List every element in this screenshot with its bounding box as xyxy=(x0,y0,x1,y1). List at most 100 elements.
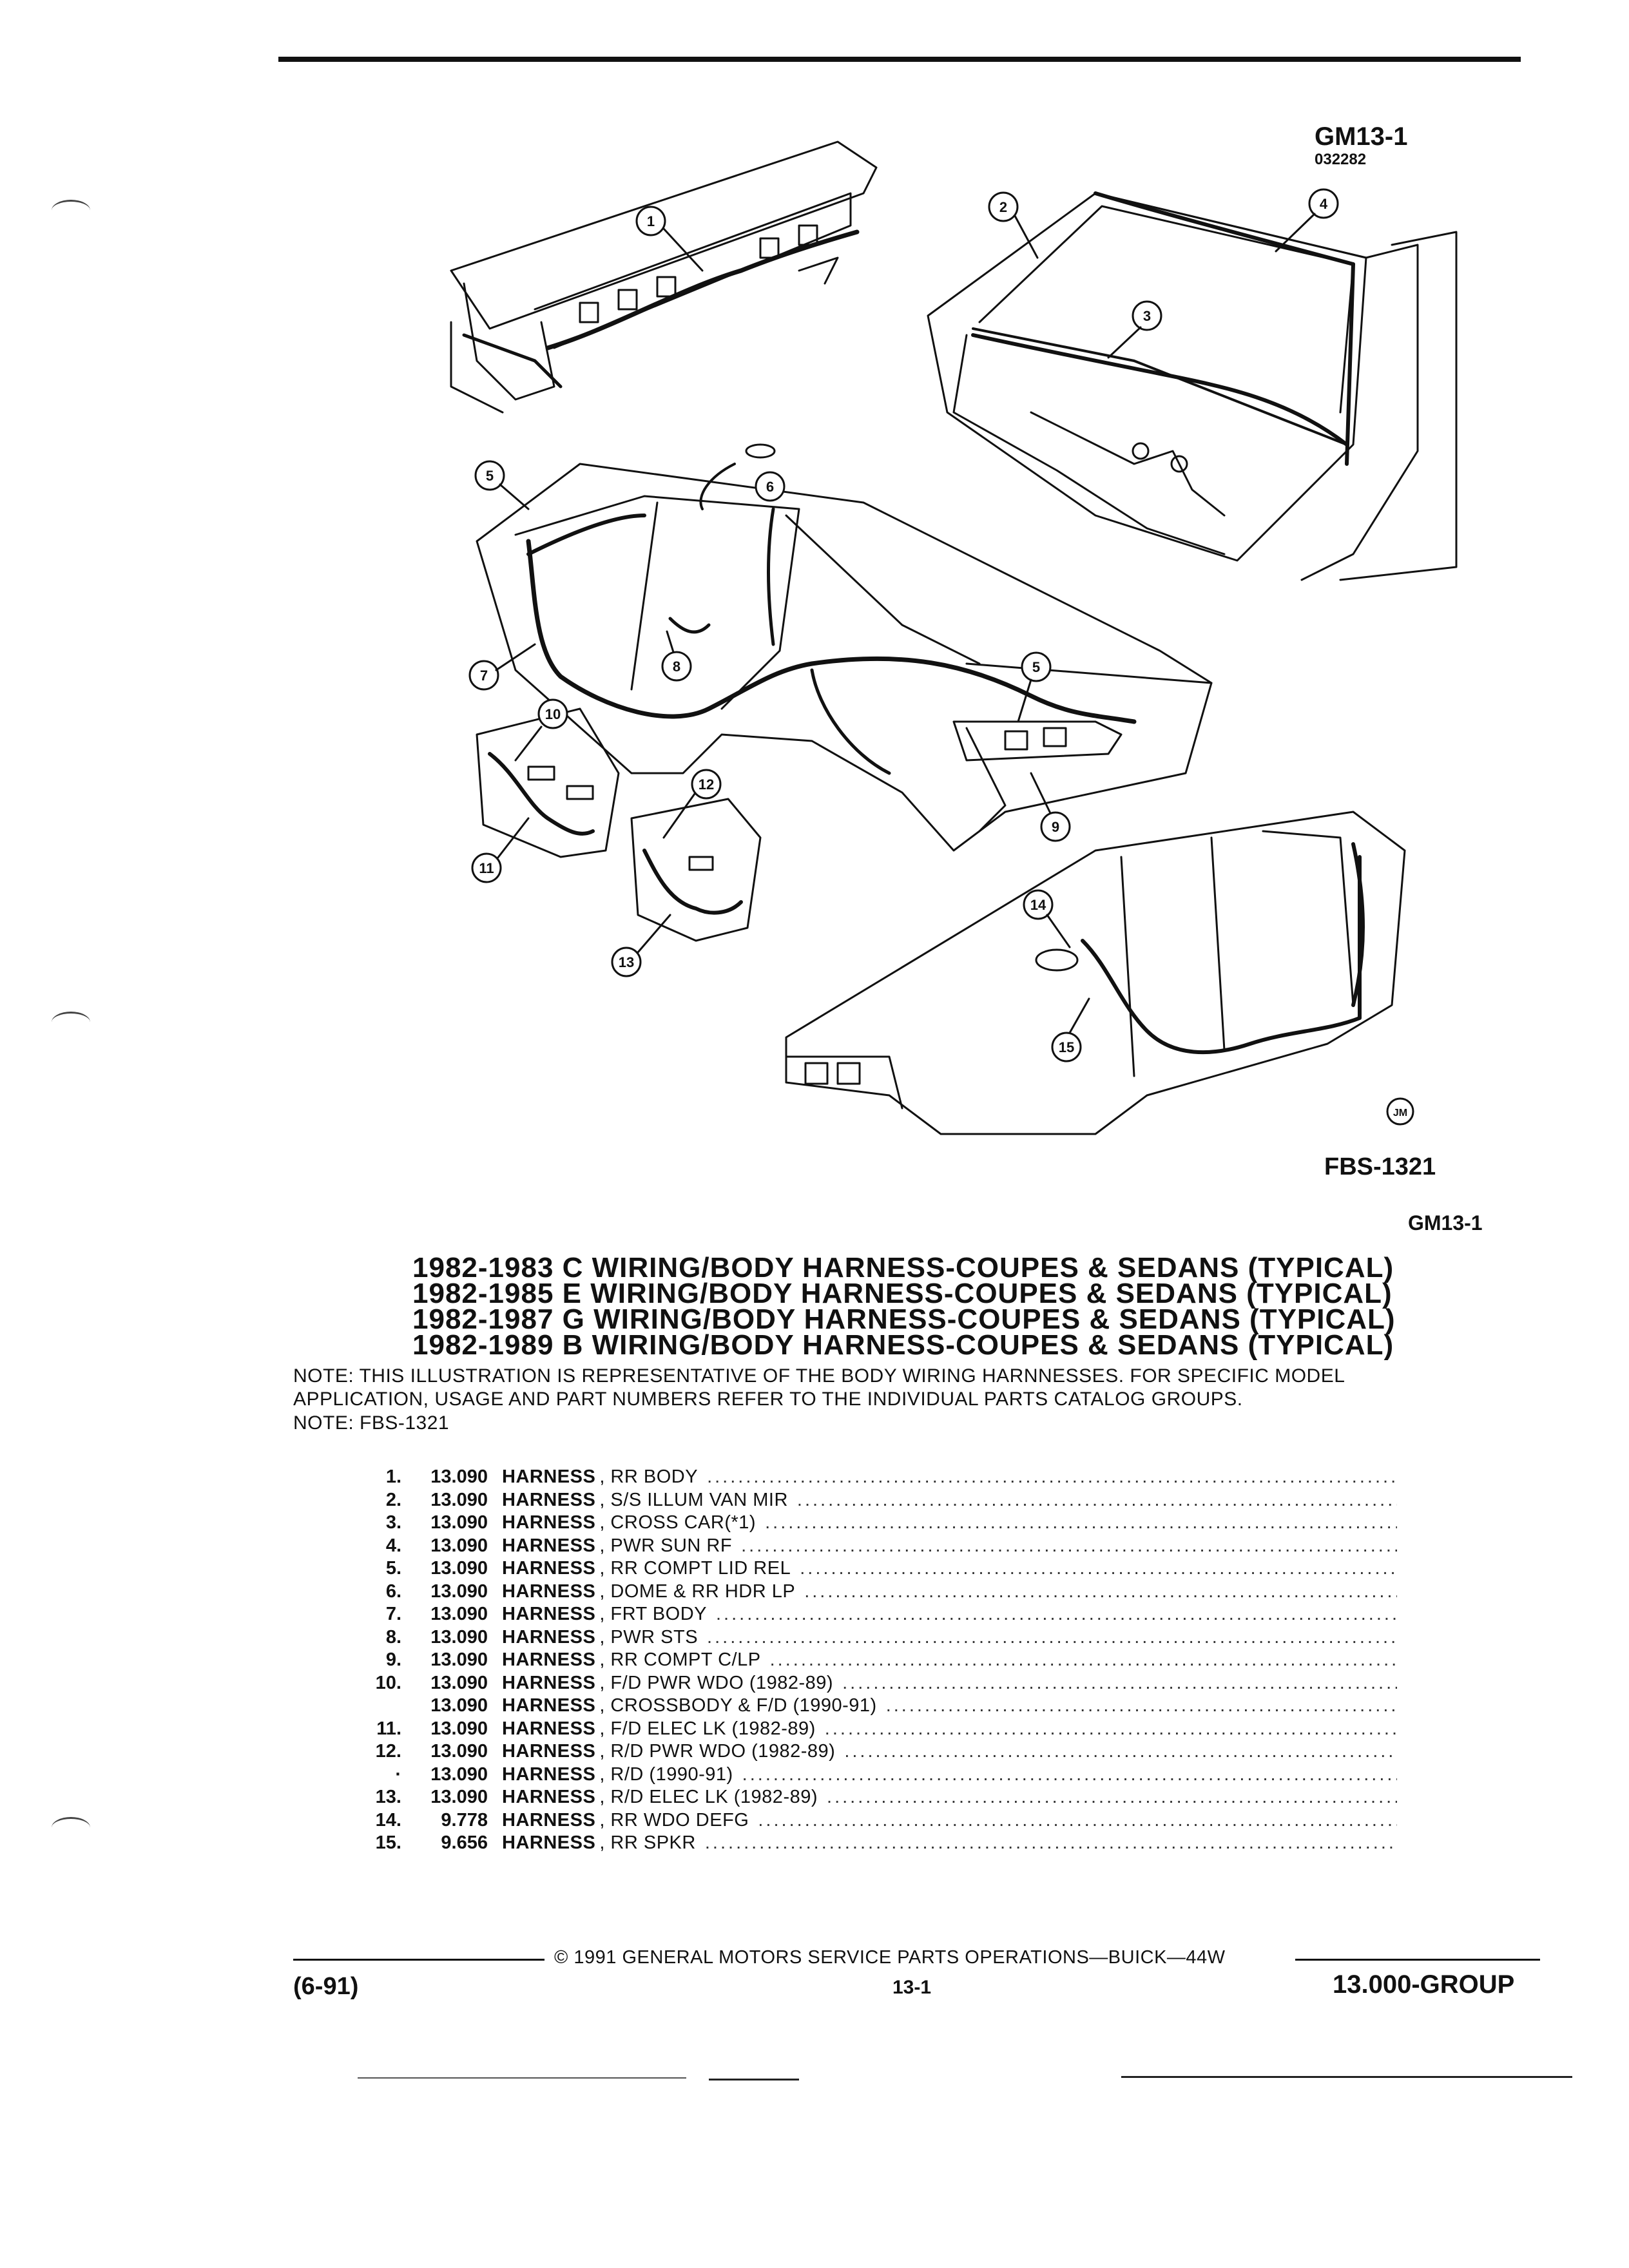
part-number: 15. xyxy=(375,1832,401,1853)
title-line: 1982-1983 C WIRING/BODY HARNESS-COUPES &… xyxy=(412,1252,1394,1283)
callout-3: 3 xyxy=(1143,308,1151,324)
callout-5a: 5 xyxy=(486,468,494,484)
part-description: , CROSS CAR(*1) xyxy=(599,1512,757,1533)
lower-car-drawing xyxy=(785,811,1406,1135)
part-group: 13.090 xyxy=(430,1763,488,1785)
callout-4: 4 xyxy=(1320,196,1328,212)
part-description: , R/D PWR WDO (1982-89) xyxy=(599,1741,836,1762)
part-name: HARNESS xyxy=(502,1581,596,1602)
part-name: HARNESS xyxy=(502,1604,596,1624)
dot-leader xyxy=(758,1810,1397,1831)
part-group: 13.090 xyxy=(430,1741,488,1762)
dot-leader xyxy=(716,1604,1397,1625)
figure-sub-code: 032282 xyxy=(1315,151,1367,168)
dot-leader xyxy=(825,1718,1397,1740)
callout-markers xyxy=(468,188,1414,1126)
note-fbs: NOTE: FBS-1321 xyxy=(293,1412,450,1434)
callout-11: 11 xyxy=(479,860,494,876)
part-number: 13. xyxy=(375,1787,401,1807)
part-description: , S/S ILLUM VAN MIR xyxy=(599,1489,788,1510)
part-name: HARNESS xyxy=(502,1809,596,1831)
part-group: 13.090 xyxy=(430,1581,488,1602)
part-description: , F/D ELEC LK (1982-89) xyxy=(599,1718,816,1739)
bottom-rule xyxy=(358,2077,686,2079)
note-line: NOTE: THIS ILLUSTRATION IS REPRESENTATIV… xyxy=(293,1365,1345,1387)
part-description: , F/D PWR WDO (1982-89) xyxy=(599,1672,834,1693)
part-description: , RR COMPT LID REL xyxy=(599,1558,791,1579)
part-number: 7. xyxy=(385,1604,401,1624)
part-name: HARNESS xyxy=(502,1832,596,1853)
dot-leader xyxy=(827,1787,1397,1808)
part-group: 13.090 xyxy=(430,1604,488,1624)
rear-panel-drawing xyxy=(450,140,878,414)
dot-leader xyxy=(770,1649,1397,1671)
dot-leader xyxy=(742,1764,1397,1785)
footer-rule-left xyxy=(293,1959,545,1961)
dot-leader xyxy=(804,1581,1397,1602)
part-description: , DOME & RR HDR LP xyxy=(599,1581,796,1602)
part-number: 6. xyxy=(385,1581,401,1602)
part-name: HARNESS xyxy=(502,1626,596,1648)
fbs-code: FBS-1321 xyxy=(1324,1153,1436,1180)
title-line: 1982-1989 B WIRING/BODY HARNESS-COUPES &… xyxy=(412,1329,1394,1361)
bottom-rule xyxy=(709,2079,799,2081)
part-name: HARNESS xyxy=(502,1787,596,1807)
part-name: HARNESS xyxy=(502,1558,596,1579)
part-name: HARNESS xyxy=(502,1512,596,1533)
part-group: 13.090 xyxy=(430,1466,488,1487)
callout-15: 15 xyxy=(1059,1039,1074,1055)
callout-5b: 5 xyxy=(1032,659,1040,675)
dot-leader xyxy=(765,1512,1397,1533)
dot-leader xyxy=(707,1466,1397,1488)
part-group: 13.090 xyxy=(430,1489,488,1510)
part-name: HARNESS xyxy=(502,1718,596,1739)
callout-9: 9 xyxy=(1052,819,1059,835)
part-number: 1. xyxy=(385,1466,401,1487)
part-number: 3. xyxy=(385,1512,401,1533)
top-rule xyxy=(278,57,1521,62)
callout-8: 8 xyxy=(673,658,680,675)
part-number: 4. xyxy=(385,1535,401,1556)
part-number: 8. xyxy=(385,1626,401,1648)
margin-mark xyxy=(52,1012,90,1033)
note-line: APPLICATION, USAGE AND PART NUMBERS REFE… xyxy=(293,1389,1243,1410)
part-name: HARNESS xyxy=(502,1695,596,1716)
bottom-rule xyxy=(1121,2076,1572,2078)
figure-code: GM13-1 xyxy=(1315,122,1408,151)
dot-leader xyxy=(741,1535,1397,1557)
margin-mark xyxy=(52,200,90,221)
title-line: 1982-1987 G WIRING/BODY HARNESS-COUPES &… xyxy=(412,1303,1396,1335)
part-description: , RR COMPT C/LP xyxy=(599,1649,761,1670)
part-group: 9.778 xyxy=(441,1809,488,1831)
part-name: HARNESS xyxy=(502,1535,596,1556)
footer-page-number: 13-1 xyxy=(892,1977,932,1998)
part-group: 9.656 xyxy=(441,1832,488,1853)
door-panels-drawing xyxy=(476,707,762,942)
part-name: HARNESS xyxy=(502,1649,596,1670)
part-description: , RR WDO DEFG xyxy=(599,1809,749,1831)
part-number: 11. xyxy=(376,1718,401,1739)
part-group: 13.090 xyxy=(430,1672,488,1693)
part-description: , PWR STS xyxy=(599,1626,699,1648)
part-description: , RR SPKR xyxy=(599,1832,696,1853)
margin-mark xyxy=(52,1817,90,1838)
footer-date: (6-91) xyxy=(293,1973,359,2000)
part-group: 13.090 xyxy=(430,1787,488,1807)
car-body-drawing xyxy=(476,443,1213,852)
part-group: 13.090 xyxy=(430,1558,488,1579)
part-group: 13.090 xyxy=(430,1535,488,1556)
part-number: · xyxy=(395,1763,401,1785)
callout-7: 7 xyxy=(480,668,488,684)
header-right-code: GM13-1 xyxy=(1408,1211,1483,1235)
dot-leader xyxy=(797,1490,1397,1511)
part-number: 2. xyxy=(385,1489,401,1510)
